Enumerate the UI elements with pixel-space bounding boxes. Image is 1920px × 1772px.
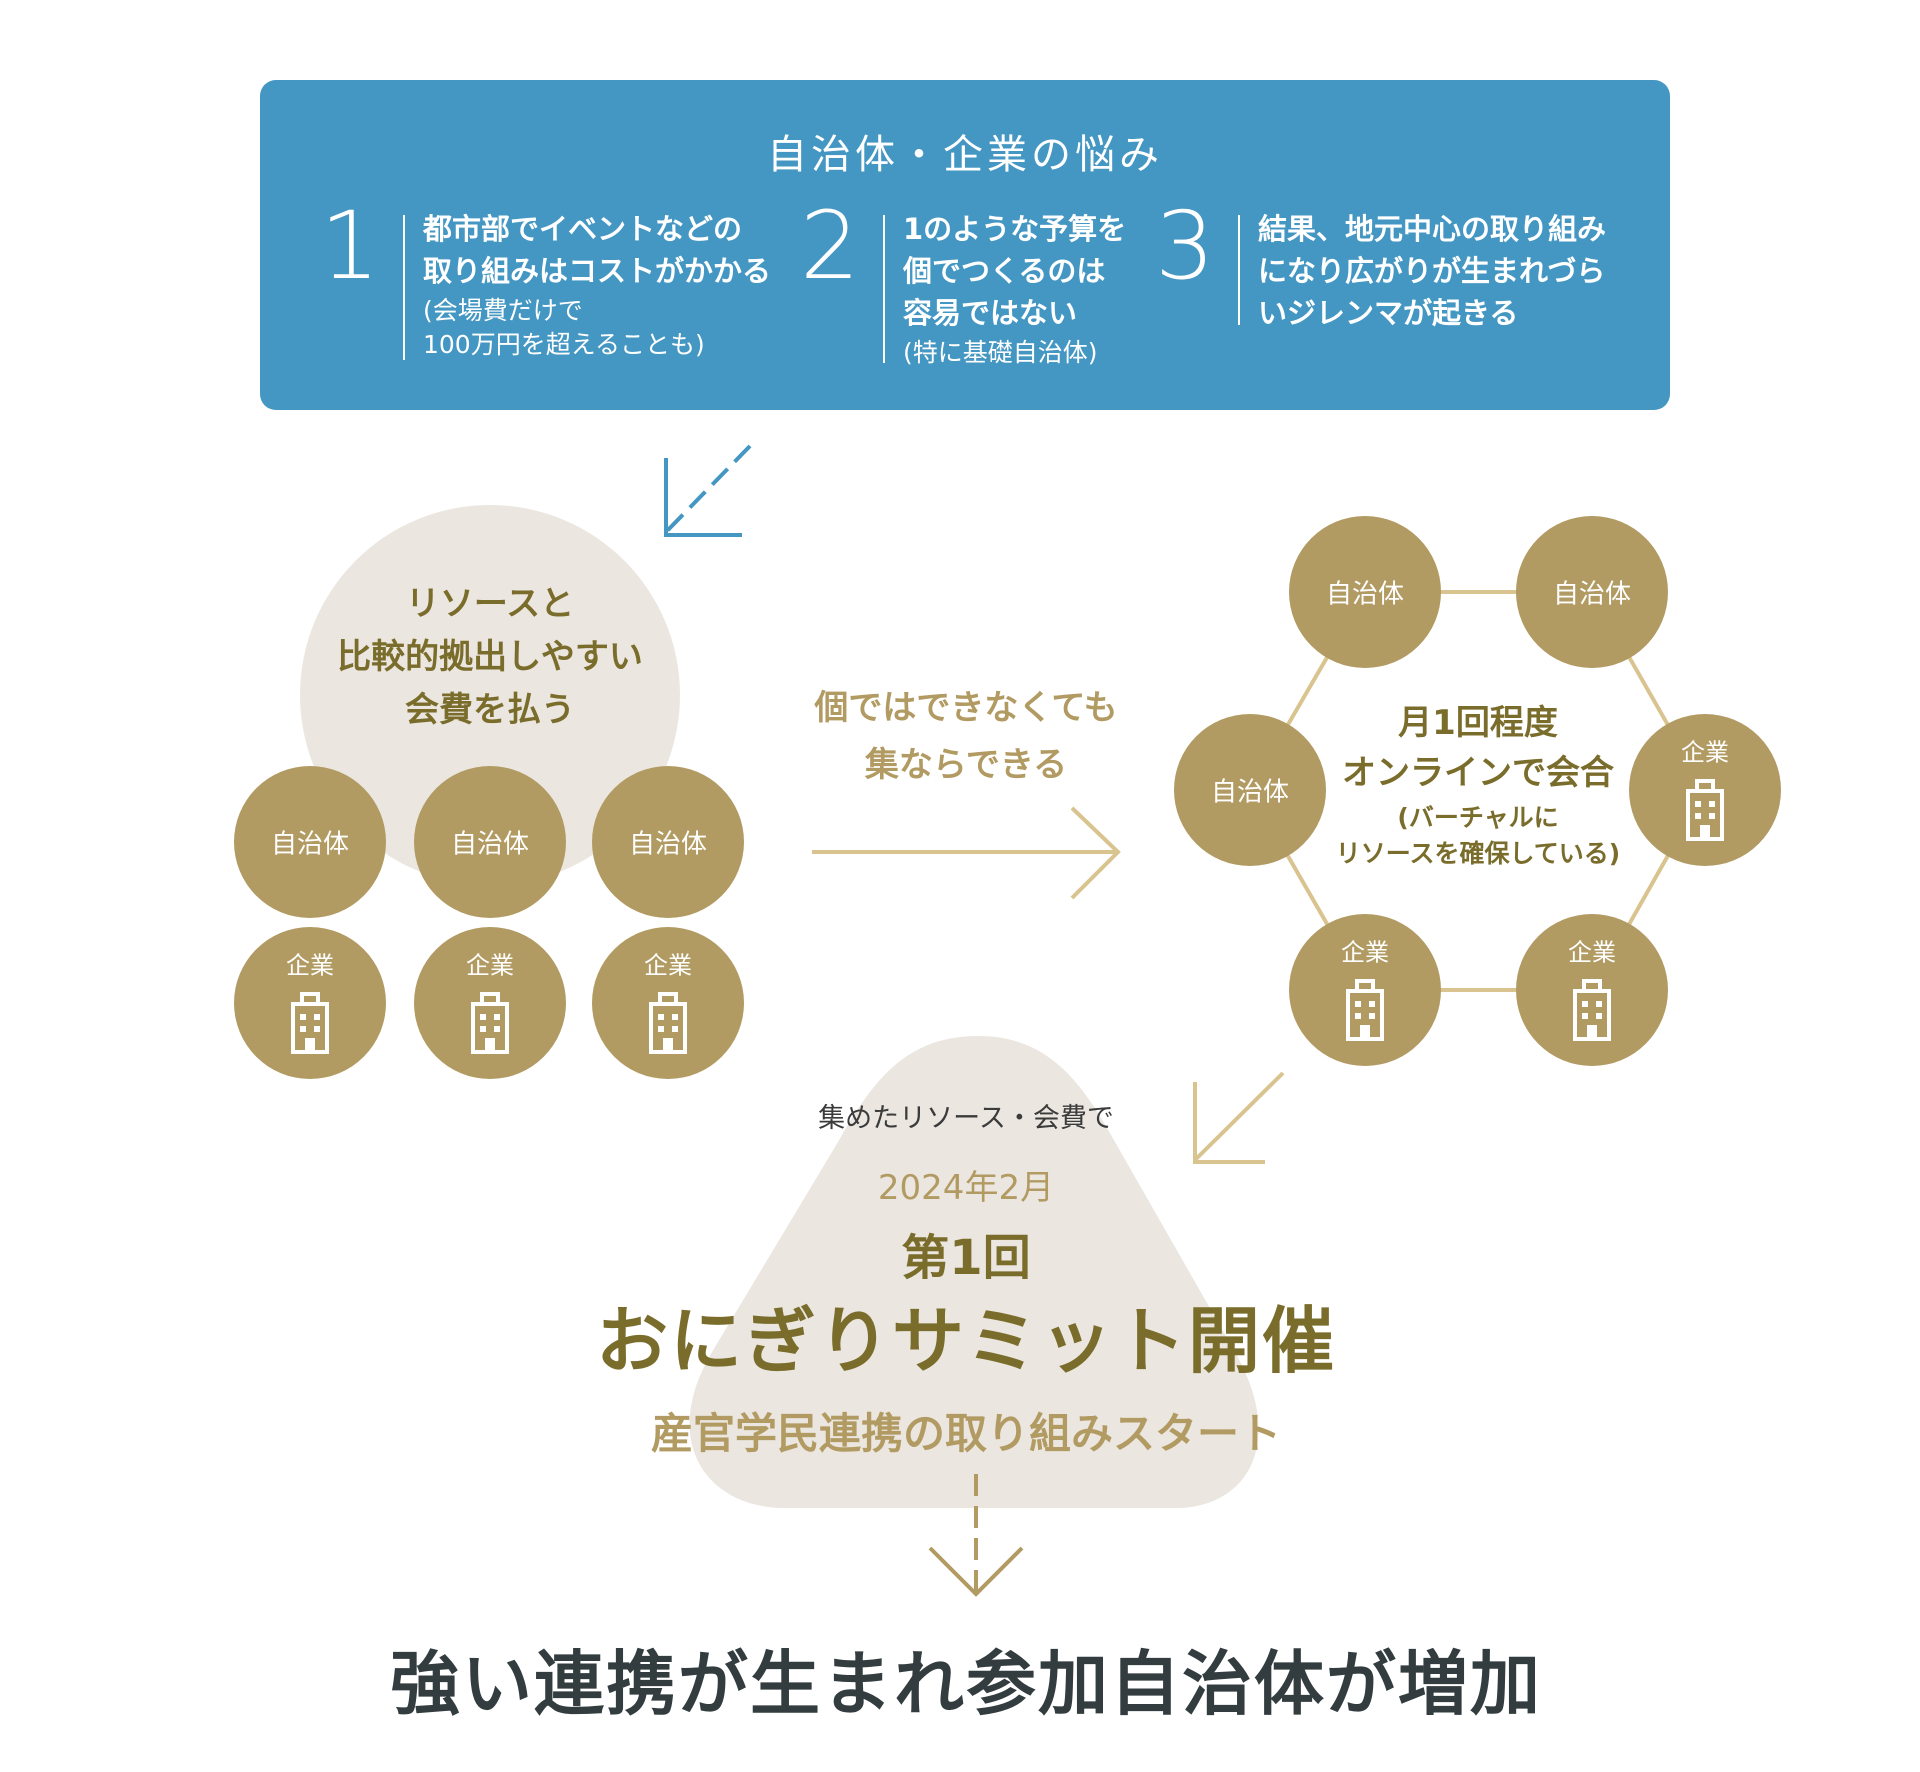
middle-line2: 集ならできる bbox=[864, 745, 1068, 785]
company-label: 企業 bbox=[466, 951, 514, 980]
problem-divider-2 bbox=[883, 215, 885, 363]
problem-number-2: 2 bbox=[800, 192, 860, 301]
problem-text-2: 1のような予算を 個でつくるのは 容易ではない (特に基礎自治体) bbox=[903, 208, 1126, 372]
municipality-label: 自治体 bbox=[628, 829, 708, 860]
left-beige-bubble bbox=[300, 505, 680, 885]
arrow-right-gold bbox=[812, 806, 1121, 900]
company-label: 企業 bbox=[1681, 738, 1729, 767]
onigiri-shape bbox=[689, 1036, 1259, 1508]
problem-divider-1 bbox=[403, 215, 405, 360]
left-bubble-text: リソースと 比較的拠出しやすい 会費を払う bbox=[337, 578, 643, 737]
problem-2-line3: 容易ではない bbox=[903, 296, 1078, 330]
problem-divider-3 bbox=[1238, 215, 1240, 325]
problem-1-line2: 取り組みはコストがかかる bbox=[423, 254, 772, 288]
company-label: 企業 bbox=[644, 951, 692, 980]
middle-line1: 個ではできなくても bbox=[814, 688, 1118, 728]
middle-caption: 個ではできなくても 集ならできる bbox=[814, 680, 1117, 794]
problem-3-line2: になり広がりが生まれづら bbox=[1258, 254, 1606, 288]
problem-2-line2: 個でつくるのは bbox=[903, 254, 1106, 288]
left-municipality-circle-3 bbox=[592, 766, 744, 918]
ring-municipality-left bbox=[1174, 714, 1326, 866]
municipality-label: 自治体 bbox=[450, 829, 530, 860]
ring-center-line1: 月1回程度 bbox=[1398, 703, 1558, 743]
problem-2-line1: 1のような予算を bbox=[903, 212, 1127, 246]
problem-3-line1: 結果、地元中心の取り組み bbox=[1258, 212, 1607, 246]
summit-title: おにぎりサミット開催 bbox=[595, 1299, 1337, 1383]
summit-lead: 集めたリソース・会費で bbox=[818, 1103, 1114, 1134]
problem-1-line1: 都市部でイベントなどの bbox=[423, 212, 743, 246]
municipality-label: 自治体 bbox=[1210, 777, 1290, 808]
company-label: 企業 bbox=[1568, 938, 1616, 967]
arrow-down-result bbox=[928, 1474, 1024, 1597]
arrow-down-left-gold bbox=[1193, 1071, 1285, 1164]
result-text: 強い連携が生まれ参加自治体が増加 bbox=[390, 1643, 1542, 1725]
problem-1-note1: (会場費だけで bbox=[423, 296, 583, 325]
company-label: 企業 bbox=[1341, 938, 1389, 967]
left-bubble-line3: 会費を払う bbox=[404, 690, 575, 730]
problem-text-3: 結果、地元中心の取り組み になり広がりが生まれづら いジレンマが起きる bbox=[1258, 208, 1606, 334]
summit-subtitle: 産官学民連携の取り組みスタート bbox=[650, 1409, 1282, 1458]
arrow-down-left-blue bbox=[664, 444, 752, 537]
ring-note-line2: リソースを確保している) bbox=[1335, 839, 1621, 868]
left-bubble-line1: リソースと bbox=[405, 584, 575, 624]
ring-note-line1: (バーチャルに bbox=[1397, 803, 1559, 832]
problems-title: 自治体・企業の悩み bbox=[767, 132, 1163, 178]
problem-text-1: 都市部でイベントなどの 取り組みはコストがかかる (会場費だけで 100万円を超… bbox=[423, 208, 771, 364]
left-municipality-circle-1 bbox=[234, 766, 386, 918]
problem-1-note2: 100万円を超えることも) bbox=[423, 330, 705, 359]
municipality-label: 自治体 bbox=[1325, 579, 1405, 610]
left-bubble-line2: 比較的拠出しやすい bbox=[337, 637, 643, 677]
company-label: 企業 bbox=[286, 951, 334, 980]
ring-municipality-top-right bbox=[1516, 516, 1668, 668]
ring-center-text: 月1回程度 オンラインで会合 bbox=[1342, 698, 1614, 798]
problems-panel: 自治体・企業の悩み 1 都市部でイベントなどの 取り組みはコストがかかる (会場… bbox=[260, 80, 1670, 410]
problem-2-note1: (特に基礎自治体) bbox=[903, 338, 1098, 367]
ring-center-line2: オンラインで会合 bbox=[1342, 753, 1614, 793]
left-municipality-circle-2 bbox=[414, 766, 566, 918]
municipality-label: 自治体 bbox=[270, 829, 350, 860]
ring-note: (バーチャルに リソースを確保している) bbox=[1336, 800, 1620, 872]
problem-number-1: 1 bbox=[320, 192, 380, 301]
municipality-label: 自治体 bbox=[1552, 579, 1632, 610]
problem-number-3: 3 bbox=[1155, 192, 1215, 301]
problem-3-line3: いジレンマが起きる bbox=[1258, 296, 1519, 330]
summit-edition: 第1回 bbox=[901, 1230, 1031, 1286]
summit-date: 2024年2月 bbox=[877, 1168, 1055, 1208]
ring-municipality-top-left bbox=[1289, 516, 1441, 668]
